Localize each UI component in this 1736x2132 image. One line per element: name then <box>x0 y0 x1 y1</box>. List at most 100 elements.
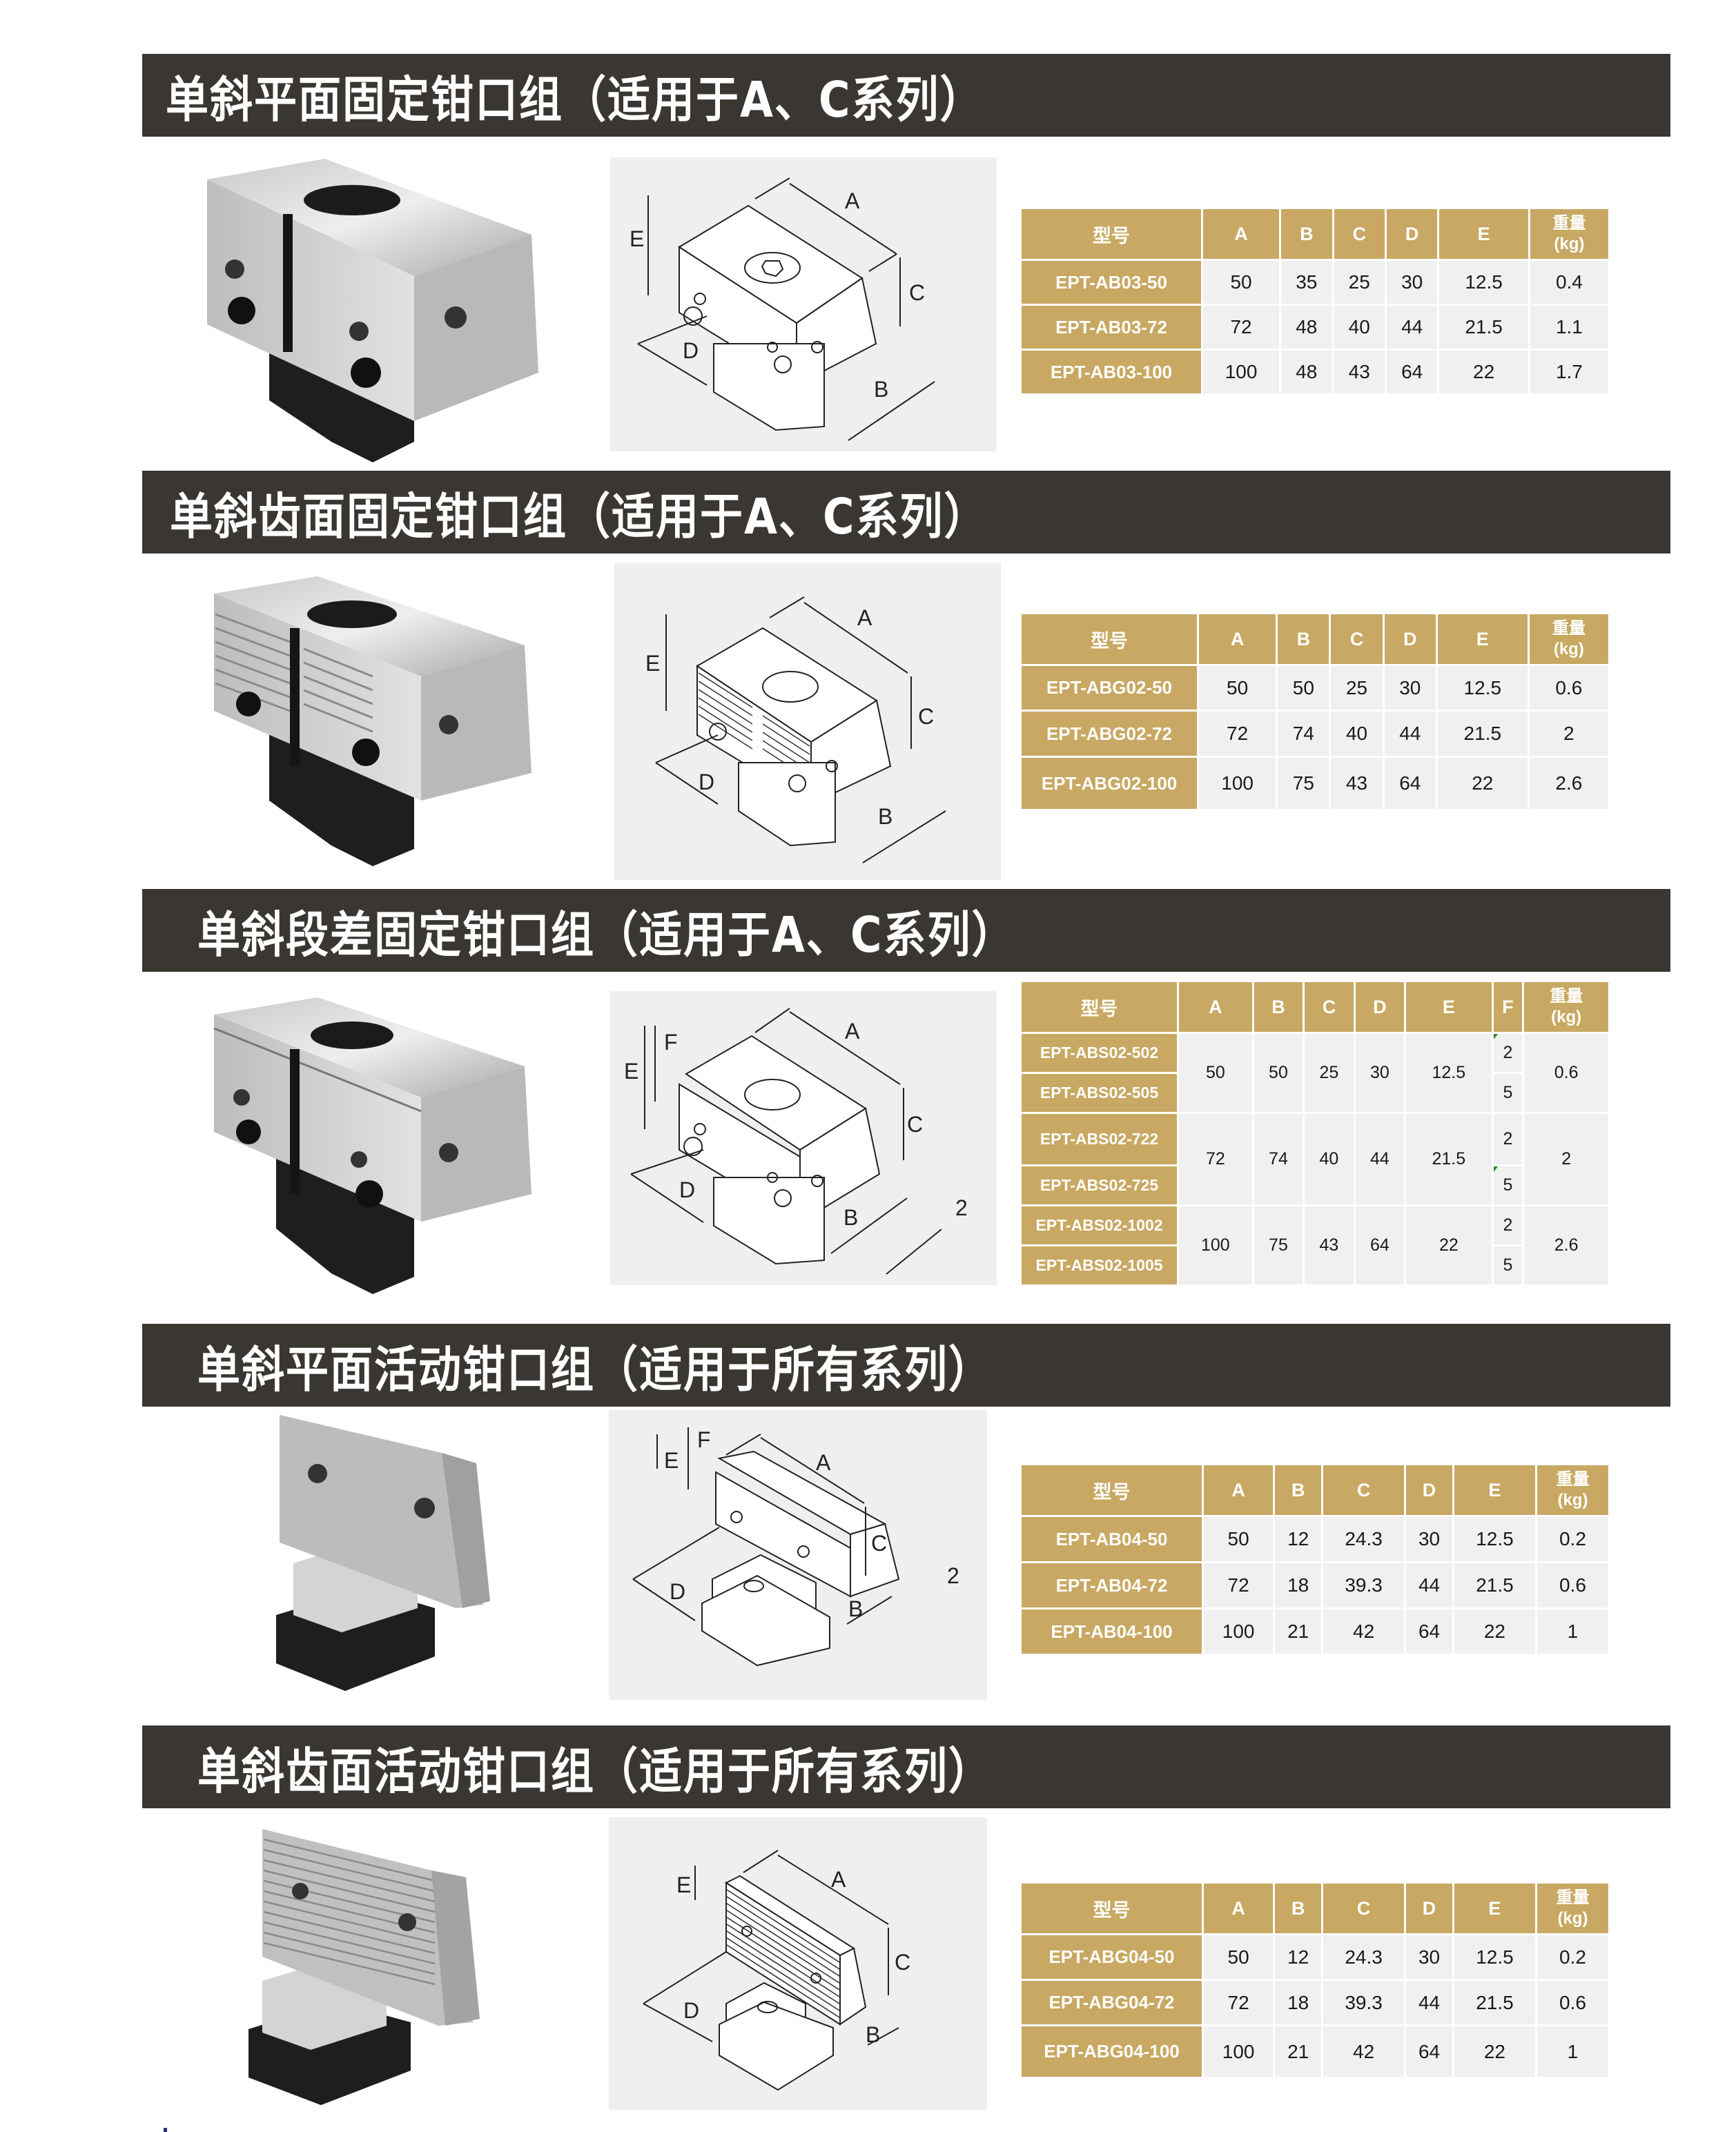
cell-b: 50 <box>1278 666 1329 710</box>
col-header-c: C <box>1334 209 1385 259</box>
col-header-e: E <box>1437 614 1528 664</box>
spec-table-1: 型号 A B C D E 重量(kg) EPT-AB03-50 50 35 25… <box>1020 207 1610 395</box>
table-header-row: 型号 A B C D E 重量(kg) <box>1022 1884 1608 1933</box>
cell-a: 100 <box>1179 1206 1252 1284</box>
cell-a: 50 <box>1179 1034 1252 1112</box>
cell-e: 12.5 <box>1406 1034 1492 1112</box>
cell-model: EPT-ABG04-50 <box>1022 1935 1202 1979</box>
cell-weight: 2 <box>1529 712 1608 756</box>
col-header-c: C <box>1323 1465 1405 1515</box>
cell-e: 21.5 <box>1439 306 1528 349</box>
cell-a: 50 <box>1204 1935 1274 1979</box>
cell-b: 48 <box>1281 306 1332 349</box>
table-row: EPT-ABG04-100 100 21 42 64 22 1 <box>1022 2026 1608 2077</box>
table-header-row: 型号 A B C D E 重量(kg) <box>1022 1465 1608 1515</box>
cell-model: EPT-ABG02-72 <box>1022 712 1197 756</box>
product-photo-movable-flat-jaw <box>255 1408 518 1698</box>
dimension-diagram-4: A B C D E F 2 <box>609 1410 987 1700</box>
dim-label-c: C <box>909 280 926 305</box>
dim-label-f: F <box>664 1030 678 1055</box>
section-title: 单斜平面活动钳口组（适用于所有系列） <box>197 1340 993 1399</box>
cell-c: 42 <box>1323 2026 1405 2077</box>
cell-a: 72 <box>1204 1563 1274 1607</box>
col-header-a: A <box>1204 1884 1274 1933</box>
col-header-model: 型号 <box>1022 1884 1202 1933</box>
cell-b: 48 <box>1281 351 1332 393</box>
cell-d: 44 <box>1384 712 1436 756</box>
cell-model: EPT-AB03-100 <box>1022 351 1201 393</box>
cell-b: 74 <box>1254 1114 1303 1204</box>
col-header-b: B <box>1281 209 1332 259</box>
col-header-weight: 重量(kg) <box>1537 1884 1608 1933</box>
spec-table-4: 型号 A B C D E 重量(kg) EPT-AB04-50 50 12 24… <box>1020 1463 1610 1656</box>
cell-weight: 0.6 <box>1529 666 1608 710</box>
cell-model: EPT-ABG02-50 <box>1022 666 1197 710</box>
cell-weight: 0.6 <box>1537 1981 1608 2024</box>
cell-model: EPT-AB04-100 <box>1022 1610 1202 1654</box>
dim-label-d: D <box>683 338 699 363</box>
cell-b: 74 <box>1278 712 1329 756</box>
dim-label-a: A <box>816 1450 831 1475</box>
cell-b: 75 <box>1254 1206 1303 1284</box>
table-row: EPT-AB04-72 72 18 39.3 44 21.5 0.6 <box>1022 1563 1608 1607</box>
dim-label-a: A <box>831 1867 846 1892</box>
dim-label-b: B <box>874 377 889 402</box>
cell-weight: 0.2 <box>1537 1935 1608 1979</box>
cell-d: 44 <box>1406 1981 1452 2024</box>
dimension-diagram-2: A B C D E <box>614 563 1001 880</box>
dim-label-c: C <box>895 1950 911 1975</box>
cell-f: 5 <box>1493 1246 1523 1284</box>
cell-weight: 0.6 <box>1537 1563 1608 1607</box>
cell-c: 25 <box>1334 261 1385 304</box>
cell-model: EPT-ABS02-725 <box>1022 1166 1177 1204</box>
cell-d: 64 <box>1406 2026 1452 2077</box>
cell-model: EPT-ABS02-505 <box>1022 1074 1177 1112</box>
dim-label-b: B <box>866 2022 881 2047</box>
cell-d: 64 <box>1355 1206 1405 1284</box>
table-row: EPT-ABG02-72 72 74 40 44 21.5 2 <box>1022 712 1608 756</box>
cell-b: 21 <box>1275 1610 1322 1654</box>
cell-e: 22 <box>1437 758 1528 809</box>
cell-e: 22 <box>1439 351 1528 393</box>
page-corner-mark <box>164 2128 167 2132</box>
cell-e: 22 <box>1454 1610 1535 1654</box>
col-header-e: E <box>1406 982 1492 1032</box>
cell-b: 50 <box>1254 1034 1303 1112</box>
col-header-f: F <box>1493 982 1523 1032</box>
table-row: EPT-ABS02-725 5 <box>1022 1166 1608 1204</box>
col-header-a: A <box>1204 1465 1274 1515</box>
cell-c: 43 <box>1334 351 1385 393</box>
dim-label-e: E <box>630 226 645 251</box>
cell-e: 12.5 <box>1454 1517 1535 1561</box>
col-header-c: C <box>1331 614 1383 664</box>
table-row: EPT-AB04-50 50 12 24.3 30 12.5 0.2 <box>1022 1517 1608 1561</box>
table-row: EPT-ABS02-1002 100 75 43 64 22 2 2.6 <box>1022 1206 1608 1284</box>
dim-label-c: C <box>871 1531 888 1556</box>
col-header-e: E <box>1454 1884 1535 1933</box>
cell-d: 44 <box>1386 306 1438 349</box>
dim-label-e: E <box>624 1059 639 1084</box>
col-header-b: B <box>1275 1884 1322 1933</box>
cell-d: 64 <box>1386 351 1438 393</box>
cell-a: 50 <box>1204 1517 1274 1561</box>
cell-e: 22 <box>1406 1206 1492 1284</box>
col-header-model: 型号 <box>1022 614 1197 664</box>
cell-d: 30 <box>1384 666 1436 710</box>
cell-e: 21.5 <box>1454 1563 1535 1607</box>
cell-e: 21.5 <box>1406 1114 1492 1204</box>
cell-c: 24.3 <box>1323 1517 1405 1561</box>
dim-label-a: A <box>857 605 872 630</box>
dim-label-2: 2 <box>947 1563 959 1588</box>
section-header-3: 单斜段差固定钳口组（适用于A、C系列） <box>142 889 1670 972</box>
dimension-diagram-5: A B C D E <box>609 1817 987 2110</box>
product-photo-fixed-serrated-jaw <box>200 573 545 870</box>
col-header-d: D <box>1384 614 1436 664</box>
cell-model: EPT-ABS02-1005 <box>1022 1246 1177 1284</box>
cell-d: 44 <box>1355 1114 1405 1204</box>
cell-a: 50 <box>1203 261 1280 304</box>
cell-c: 24.3 <box>1323 1935 1405 1979</box>
cell-c: 39.3 <box>1323 1981 1405 2024</box>
dim-label-c: C <box>907 1112 924 1137</box>
dim-label-c: C <box>918 704 935 729</box>
cell-model: EPT-AB03-72 <box>1022 306 1201 349</box>
